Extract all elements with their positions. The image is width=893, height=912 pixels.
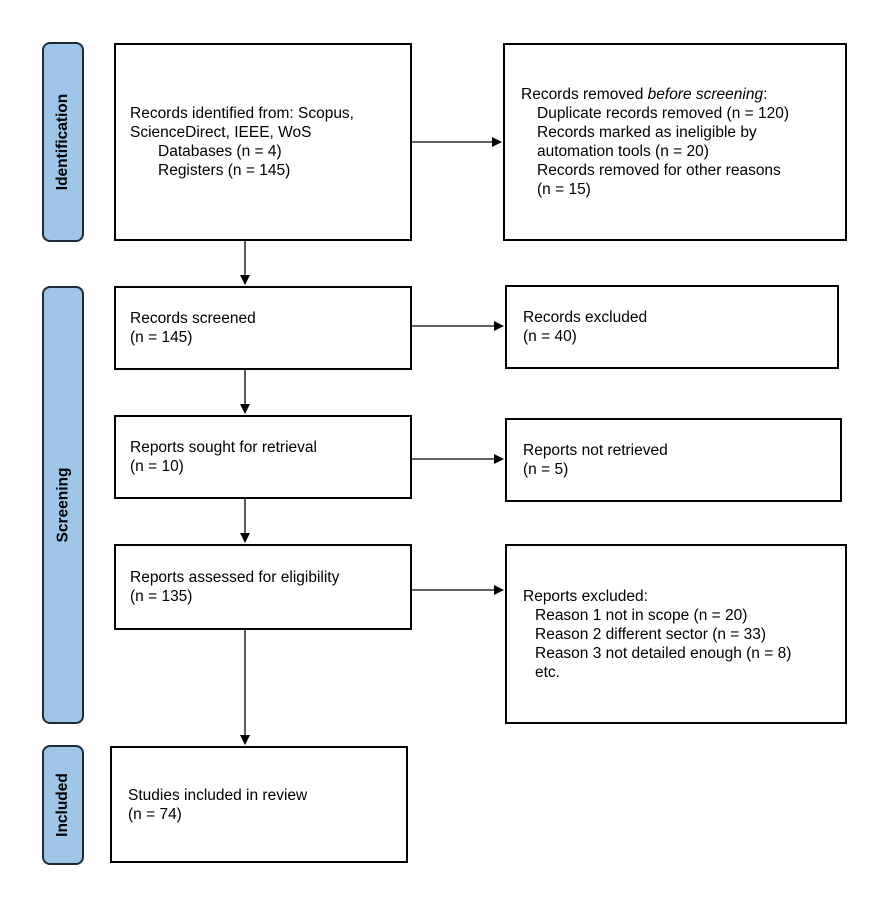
included-count: (n = 74) [128,805,182,823]
reports-assessed-box: Reports assessed for eligibility (n = 13… [114,544,412,630]
screened-label: Records screened [130,310,256,327]
reports-excluded-reason2: Reason 2 different sector (n = 33) [535,625,767,643]
not-retrieved-count: (n = 5) [523,461,569,478]
phase-screening: Screening [42,286,84,724]
removed-duplicates: Duplicate records removed (n = 120) [537,105,789,122]
records-excluded-box: Records excluded (n = 40) [505,285,839,369]
removed-heading: Records removed before screening: [521,85,839,104]
identified-databases: Databases (n = 4) [158,143,282,160]
excluded-label: Records excluded [523,309,648,326]
reports-excluded-heading: Reports excluded: [523,587,648,605]
removed-heading-suffix: : [763,86,768,103]
records-removed-box: Records removed before screening: Duplic… [503,43,847,241]
removed-other-line1: Records removed for other reasons [537,162,781,179]
studies-included-box: Studies included in review (n = 74) [110,746,408,863]
reports-not-retrieved-box: Reports not retrieved (n = 5) [505,418,842,502]
not-retrieved-label: Reports not retrieved [523,442,668,459]
assessed-count: (n = 135) [130,588,193,605]
reports-excluded-reason1: Reason 1 not in scope (n = 20) [535,606,748,624]
records-screened-box: Records screened (n = 145) [114,286,412,370]
excluded-count: (n = 40) [523,328,577,345]
reports-excluded-etc: etc. [535,663,560,681]
identified-line2: ScienceDirect, IEEE, WoS [130,124,312,141]
included-label: Studies included in review [128,786,308,804]
sought-label: Reports sought for retrieval [130,439,317,456]
identified-registers: Registers (n = 145) [158,162,291,179]
removed-other-line2: (n = 15) [537,181,591,198]
reports-excluded-box: Reports excluded: Reason 1 not in scope … [505,544,847,724]
phase-identification: Identification [42,42,84,242]
records-identified-box: Records identified from: Scopus, Science… [114,43,412,241]
screened-count: (n = 145) [130,329,193,346]
identified-line1: Records identified from: Scopus, [130,105,354,122]
phase-included: Included [42,745,84,865]
removed-ineligible-line1: Records marked as ineligible by [537,124,757,141]
assessed-label: Reports assessed for eligibility [130,569,340,586]
removed-heading-prefix: Records removed [521,86,648,103]
removed-heading-emphasis: before screening [647,86,764,103]
reports-sought-box: Reports sought for retrieval (n = 10) [114,415,412,499]
removed-ineligible-line2: automation tools (n = 20) [537,143,709,160]
reports-excluded-reason3: Reason 3 not detailed enough (n = 8) [535,644,792,662]
sought-count: (n = 10) [130,458,184,475]
